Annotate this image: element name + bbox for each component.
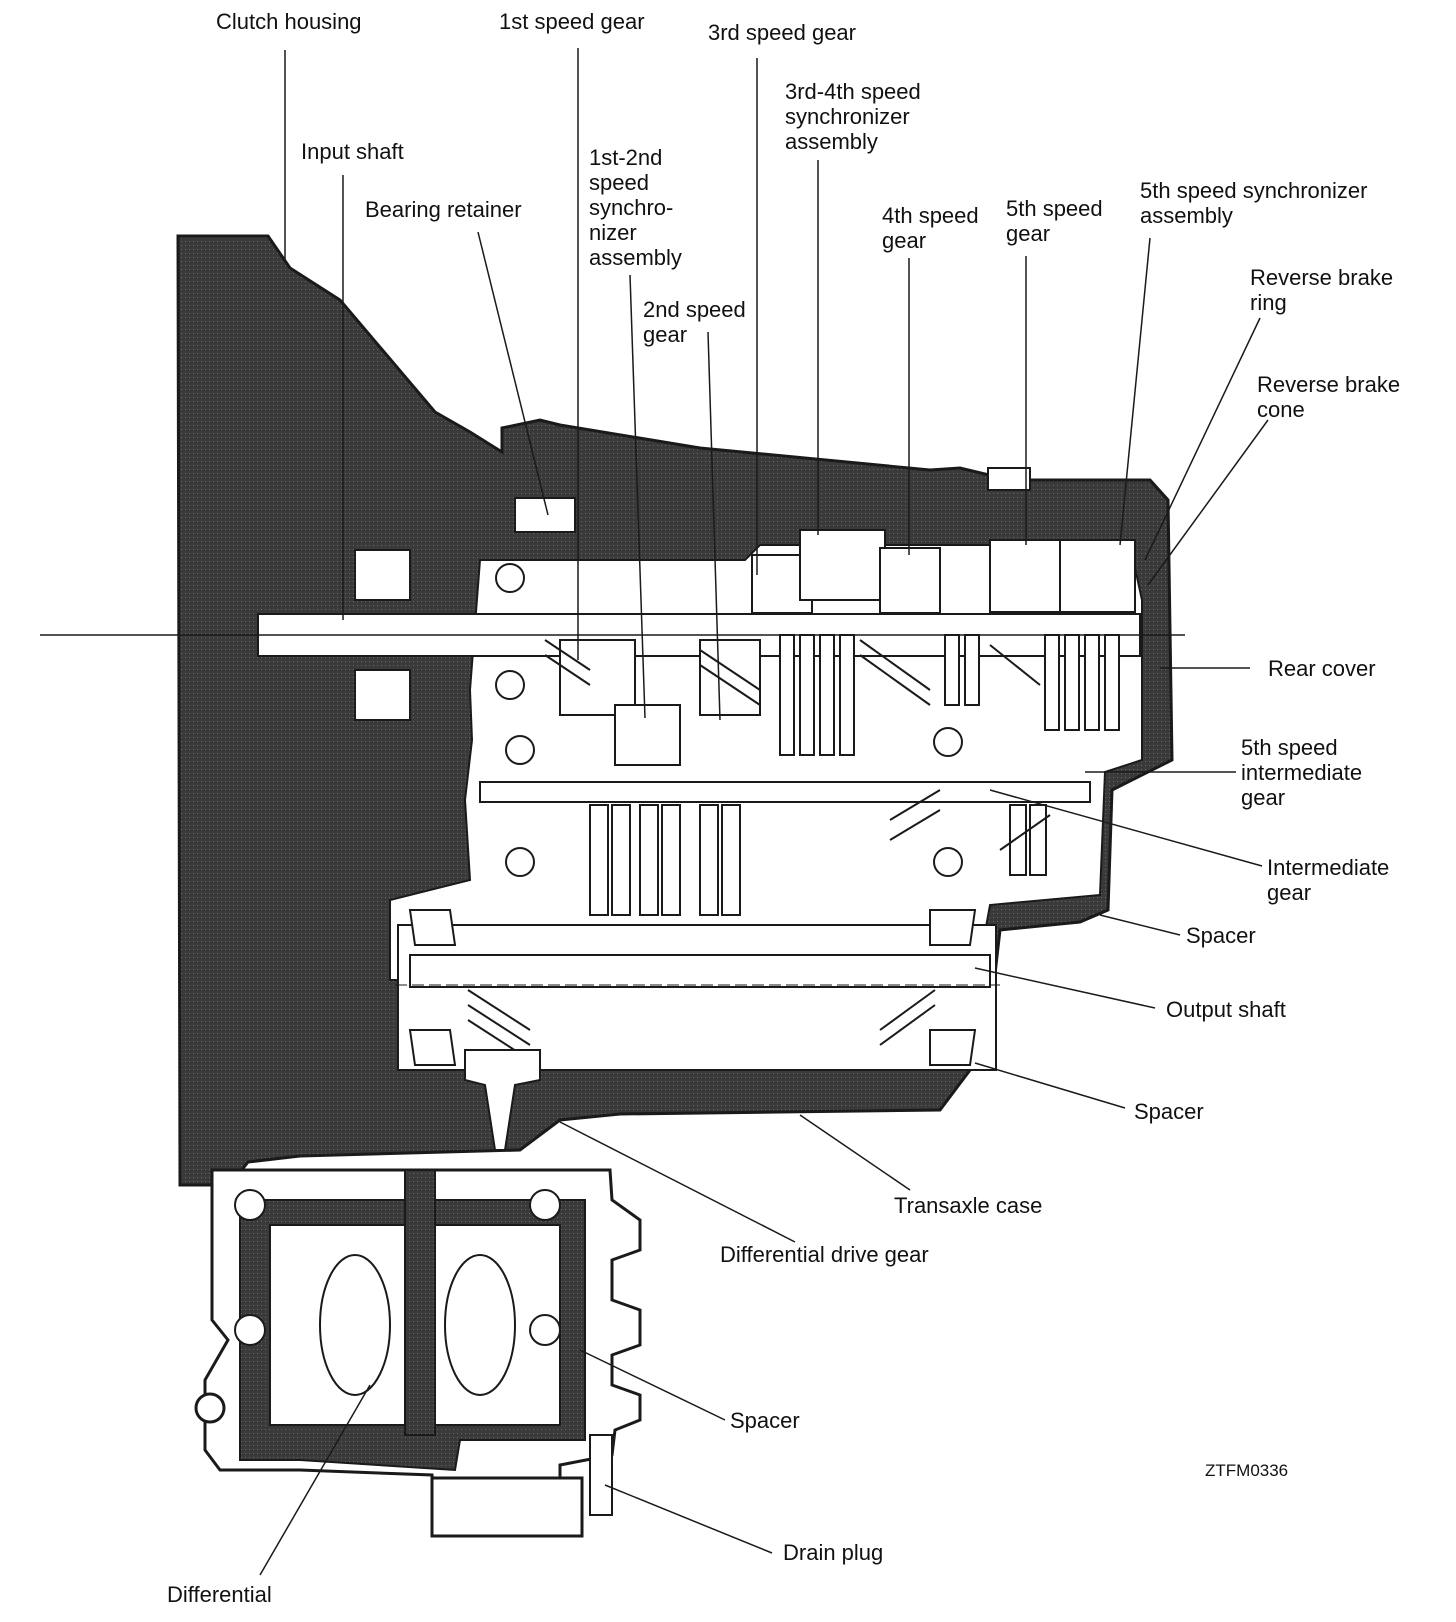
output-shaft-bore	[397, 924, 997, 1071]
output-shaft	[409, 954, 991, 988]
intermediate-shaft	[479, 781, 1091, 803]
label-spacer-lower: Spacer	[730, 1408, 800, 1433]
label-first-second-synchronizer: 1st-2nd speed synchro- nizer assembly	[589, 145, 682, 270]
label-output-shaft: Output shaft	[1166, 997, 1286, 1022]
leader-lines	[259, 48, 1269, 1576]
clutch-bearing-lower	[354, 669, 411, 721]
label-reverse-brake-ring: Reverse brake ring	[1250, 265, 1394, 315]
diff-bearing-ball-4	[529, 1314, 561, 1346]
label-input-shaft: Input shaft	[301, 139, 404, 164]
label-fifth-speed-intermediate-gear: 5th speed intermediate gear	[1241, 735, 1363, 810]
second-speed-gear-shape	[699, 639, 761, 716]
label-first-speed-gear: 1st speed gear	[499, 9, 645, 34]
differential-right-bevel	[444, 1254, 516, 1396]
label-differential: Differential	[167, 1582, 272, 1607]
input-bearing-ball-upper	[495, 563, 525, 593]
third-fourth-synchronizer-shape	[799, 529, 886, 601]
label-third-speed-gear: 3rd speed gear	[708, 20, 856, 45]
label-third-fourth-synchronizer: 3rd-4th speed synchronizer assembly	[785, 79, 921, 154]
first-speed-gear-shape	[559, 639, 636, 716]
diff-bearing-ball-2	[234, 1314, 266, 1346]
output-shaft-tapered-bearings	[408, 909, 977, 1066]
drain-plug-body	[430, 1476, 584, 1538]
label-reverse-brake-cone: Reverse brake cone	[1257, 372, 1401, 422]
diff-bearing-ball-3	[529, 1189, 561, 1221]
label-fourth-speed-gear: 4th speed gear	[882, 203, 979, 253]
intermediate-shaft-gear-teeth	[589, 804, 1047, 916]
label-differential-drive-gear: Differential drive gear	[720, 1242, 929, 1267]
label-intermediate-gear: Intermediate gear	[1267, 855, 1390, 905]
mount-hole	[194, 1392, 226, 1424]
clutch-bearing-upper	[354, 549, 411, 601]
input-bearing-ball-lower	[495, 670, 525, 700]
label-second-speed-gear: 2nd speed gear	[643, 297, 746, 347]
intermediate-bearing-ball-front	[505, 735, 535, 765]
intermediate-bearing-ball-front-lower	[505, 847, 535, 877]
label-fifth-speed-gear: 5th speed gear	[1006, 196, 1103, 246]
label-drain-plug: Drain plug	[783, 1540, 884, 1565]
rear-cover-bolt	[987, 467, 1031, 491]
drain-plug-bolt	[589, 1434, 613, 1516]
label-spacer-middle: Spacer	[1134, 1099, 1204, 1124]
label-rear-cover: Rear cover	[1268, 656, 1376, 681]
first-second-synchronizer-shape	[614, 704, 681, 766]
fifth-speed-gear-shape	[989, 539, 1061, 613]
differential-drive-gear-shape	[464, 1049, 541, 1151]
diff-bearing-ball-1	[234, 1189, 266, 1221]
intermediate-bearing-ball-rear-lower	[933, 847, 963, 877]
label-spacer-upper: Spacer	[1186, 923, 1256, 948]
differential-pinion-shaft	[404, 1169, 436, 1436]
figure-code: ZTFM0336	[1205, 1461, 1289, 1480]
label-fifth-speed-synchronizer: 5th speed synchronizer assembly	[1140, 178, 1368, 228]
differential-left-bevel	[319, 1254, 391, 1396]
label-clutch-housing: Clutch housing	[216, 9, 362, 34]
label-bearing-retainer: Bearing retainer	[365, 197, 522, 222]
intermediate-bearing-ball-rear	[933, 727, 963, 757]
input-shaft-gear-teeth	[779, 634, 1120, 756]
label-transaxle-case: Transaxle case	[894, 1193, 1043, 1218]
fifth-speed-synchronizer-shape	[1059, 539, 1136, 613]
fourth-speed-gear-shape	[879, 547, 941, 614]
